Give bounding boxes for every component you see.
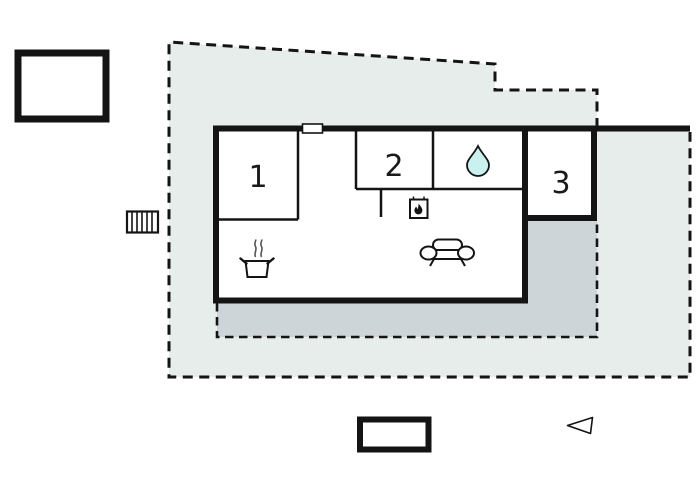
sofa-icon (419, 238, 475, 267)
steps-icon (125, 210, 160, 234)
garage-outbuilding (14, 49, 110, 123)
north-arrow-icon (566, 416, 594, 435)
room2-label: 2 (384, 149, 403, 184)
interior-walls (216, 128, 524, 221)
window-icon (301, 123, 324, 134)
terrace-area-fill (217, 218, 597, 337)
room3-label: 3 (551, 166, 570, 201)
cooking-pot-icon (239, 239, 275, 278)
plot-boundary-dashed (167, 40, 692, 379)
terrace-boundary-dashed (215, 224, 599, 339)
room1-label: 1 (248, 160, 267, 195)
shed-outbuilding (357, 416, 432, 453)
fireplace-icon (409, 196, 429, 219)
water-drop-icon (466, 143, 490, 177)
